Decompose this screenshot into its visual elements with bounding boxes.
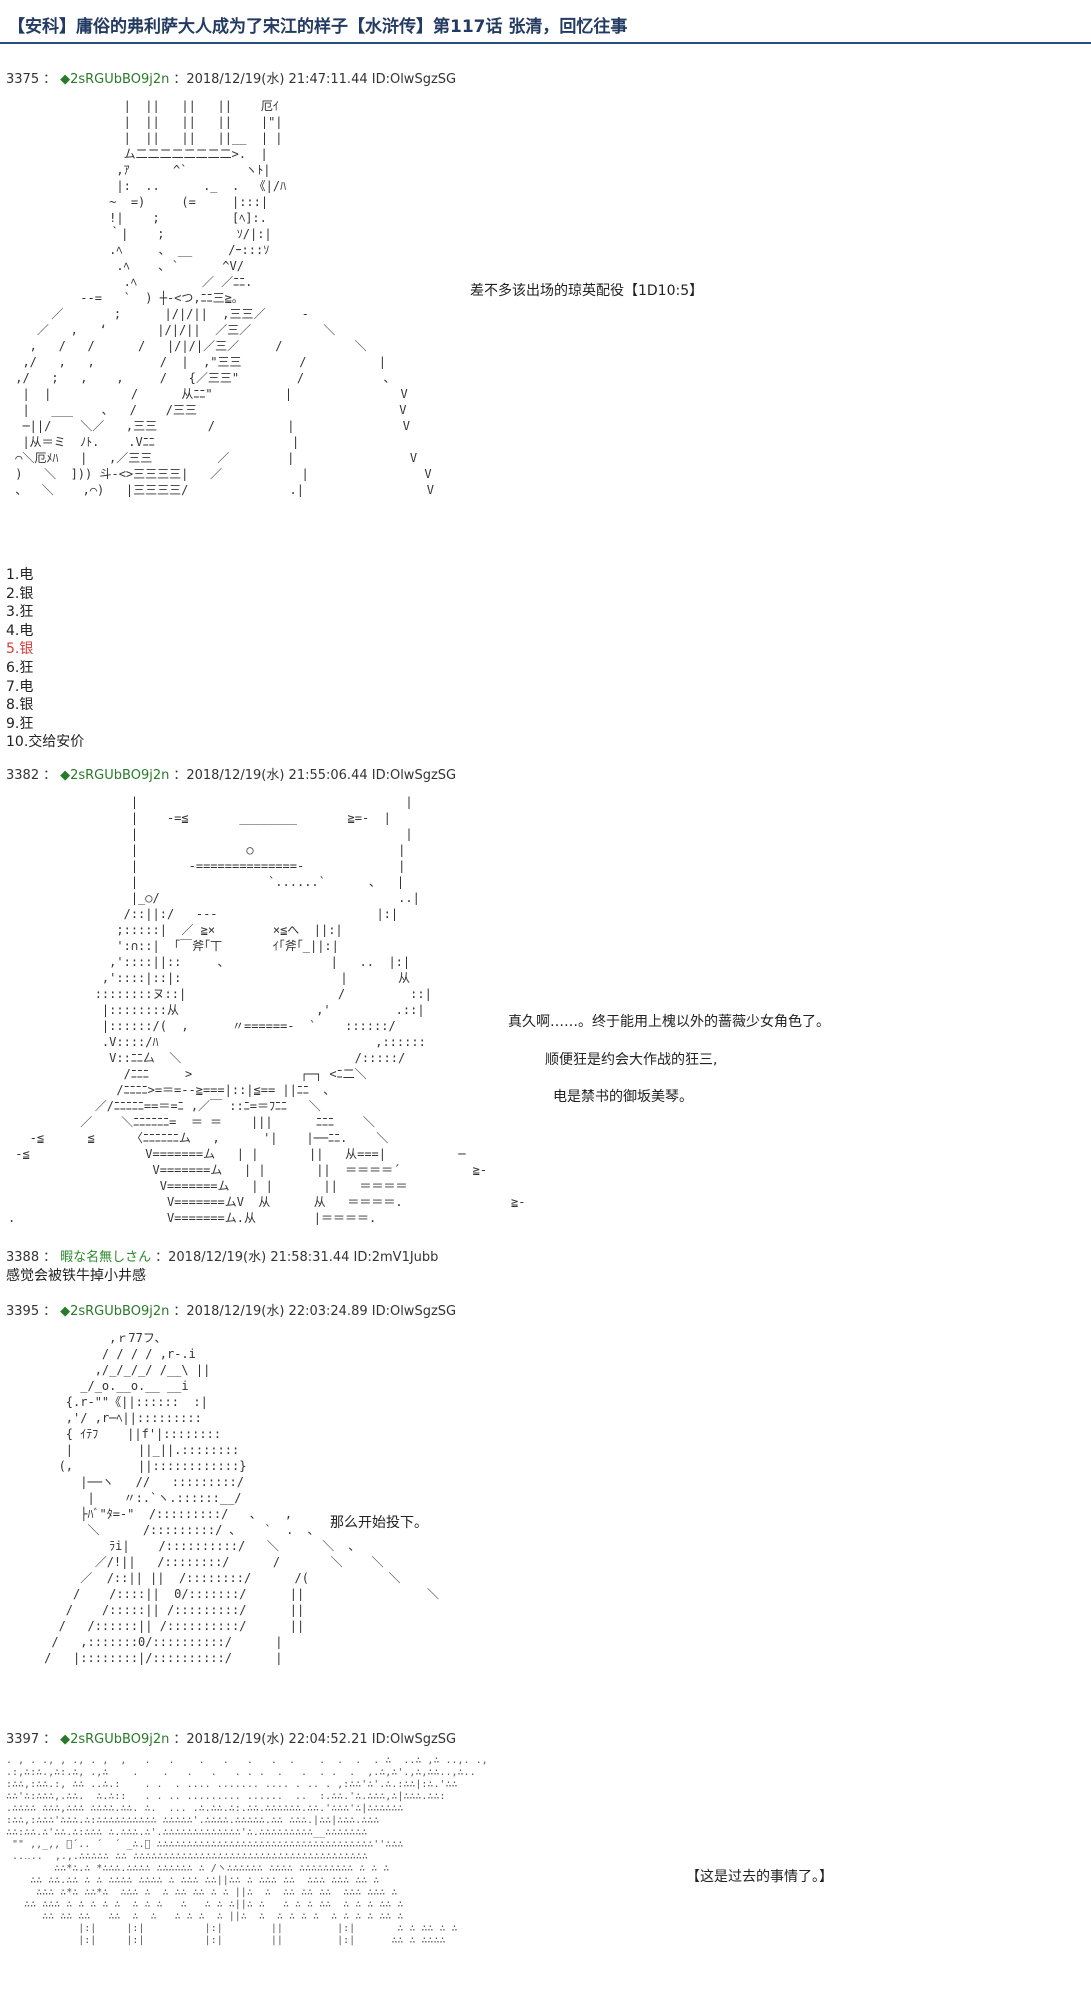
- post-number[interactable]: 3375: [6, 72, 40, 87]
- ascii-art-3375: | || || || 厄ｲ | || || || |"| | || || ||_…: [15, 99, 435, 497]
- post-header-3382: 3382：◆2sRGUbBO9j2n：2018/12/19(水) 21:55:0…: [6, 764, 456, 783]
- post-note-3395: 那么开始投下。: [330, 1515, 428, 1531]
- post-separator: ：: [43, 72, 57, 87]
- post-separator: ：: [43, 1304, 57, 1319]
- post-header-3395: 3395：◆2sRGUbBO9j2n：2018/12/19(水) 22:03:2…: [6, 1300, 456, 1319]
- post-author: ◆2sRGUbBO9j2n: [60, 1732, 170, 1747]
- post-separator: ：: [43, 1732, 57, 1747]
- post-author: 暇な名無しさん: [60, 1250, 152, 1265]
- list-item: 10.交给安价: [6, 734, 85, 751]
- post-meta: ：2018/12/19(水) 21:47:11.44 ID:OlwSgzSG: [173, 72, 457, 87]
- title-bar: 【安科】庸俗的弗利萨大人成为了宋江的样子【水浒传】第117话 张清，回忆往事: [0, 0, 1091, 44]
- post-meta: ：2018/12/19(水) 21:55:06.44 ID:OlwSgzSG: [173, 768, 457, 783]
- post-separator: ：: [43, 768, 57, 783]
- ascii-art-3397: . , . ., , ., . , , . . . . . . . . . . …: [6, 1755, 488, 1946]
- post-note-3382-line2: 顺便狂是约会大作战的狂三,: [545, 1052, 718, 1068]
- list-item: 3.狂: [6, 604, 34, 621]
- post-separator: ：: [43, 1250, 57, 1265]
- post-number[interactable]: 3388: [6, 1250, 40, 1265]
- post-author: ◆2sRGUbBO9j2n: [60, 768, 170, 783]
- page-title: 【安科】庸俗的弗利萨大人成为了宋江的样子【水浒传】第117话 张清，回忆往事: [8, 17, 628, 37]
- list-item: 8.银: [6, 697, 34, 714]
- post-meta: ：2018/12/19(水) 21:58:31.44 ID:2mV1Jubb: [155, 1250, 439, 1265]
- post-note-3382-line3: 电是禁书的御坂美琴。: [553, 1089, 693, 1105]
- post-note-3397: 【这是过去的事情了。】: [686, 1869, 833, 1885]
- post-author: ◆2sRGUbBO9j2n: [60, 1304, 170, 1319]
- post-note-3382-line1: 真久啊……。终于能用上槐以外的蔷薇少女角色了。: [508, 1014, 830, 1030]
- list-item-highlighted: 5.银: [6, 641, 34, 658]
- post-note-3375: 差不多该出场的琼英配役【1D10:5】: [470, 283, 704, 299]
- post-author: ◆2sRGUbBO9j2n: [60, 72, 170, 87]
- post-header-3375: 3375：◆2sRGUbBO9j2n：2018/12/19(水) 21:47:1…: [6, 68, 456, 87]
- list-item: 4.电: [6, 622, 34, 639]
- ascii-art-3395: ,ｒ77フ､ / / / / ,r-.i ,/_/_/_/ /__\ || _/…: [44, 1331, 440, 1665]
- post-number[interactable]: 3395: [6, 1304, 40, 1319]
- post-meta: ：2018/12/19(水) 22:03:24.89 ID:OlwSgzSG: [173, 1304, 457, 1319]
- choice-list: 1.电 2.银 3.狂 4.电 5.银 6.狂 7.电 8.银 9.狂 10.交…: [6, 566, 84, 752]
- list-item: 7.电: [6, 678, 34, 695]
- list-item: 9.狂: [6, 715, 34, 732]
- post-number[interactable]: 3397: [6, 1732, 40, 1747]
- post-number[interactable]: 3382: [6, 768, 40, 783]
- post-header-3397: 3397：◆2sRGUbBO9j2n：2018/12/19(水) 22:04:5…: [6, 1728, 456, 1747]
- list-item: 6.狂: [6, 659, 34, 676]
- ascii-art-3382: | | | -=≦ ________ ≧=- | | | | ○: [8, 795, 526, 1225]
- list-item: 1.电: [6, 567, 34, 583]
- post-header-3388: 3388：暇な名無しさん：2018/12/19(水) 21:58:31.44 I…: [6, 1246, 438, 1265]
- post-meta: ：2018/12/19(水) 22:04:52.21 ID:OlwSgzSG: [173, 1732, 457, 1747]
- list-item: 2.银: [6, 585, 34, 602]
- post-body-3388: 感觉会被铁牛掉小井感: [6, 1268, 146, 1284]
